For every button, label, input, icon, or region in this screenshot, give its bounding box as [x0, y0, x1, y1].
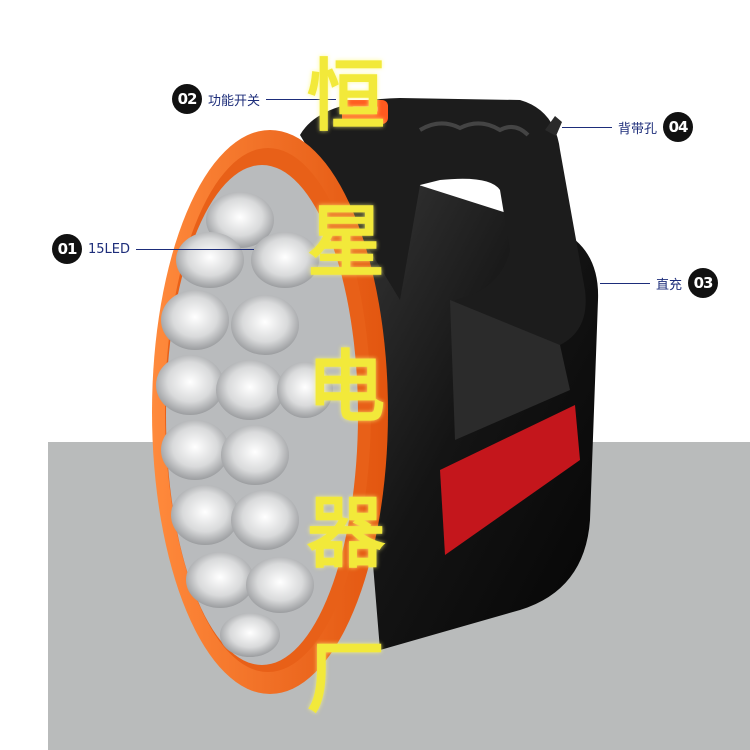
label-plate [440, 405, 580, 555]
callout-direct-charge: 直充 03 [600, 268, 719, 298]
callout-number-badge: 01 [52, 234, 82, 264]
leader-line [600, 282, 650, 284]
handle [300, 98, 586, 370]
callout-number-badge: 04 [663, 112, 694, 142]
leader-line [136, 248, 255, 250]
callout-number-badge: 02 [172, 84, 202, 114]
callout-label: 功能开关 [208, 93, 261, 109]
callout-label: 背带孔 [618, 121, 658, 137]
callout-label: 15LED [88, 241, 131, 257]
callout-label: 直充 [656, 277, 683, 293]
handle-grip [418, 121, 530, 137]
callout-function-switch: 02 功能开关 [172, 84, 337, 114]
led-array [156, 192, 333, 657]
callout-led: 01 15LED [52, 234, 255, 264]
callout-number-badge: 03 [688, 268, 719, 298]
leader-line [266, 98, 337, 100]
leader-line [562, 126, 612, 128]
callout-strap-hole: 背带孔 04 [562, 112, 694, 142]
strap-hole [545, 116, 562, 136]
